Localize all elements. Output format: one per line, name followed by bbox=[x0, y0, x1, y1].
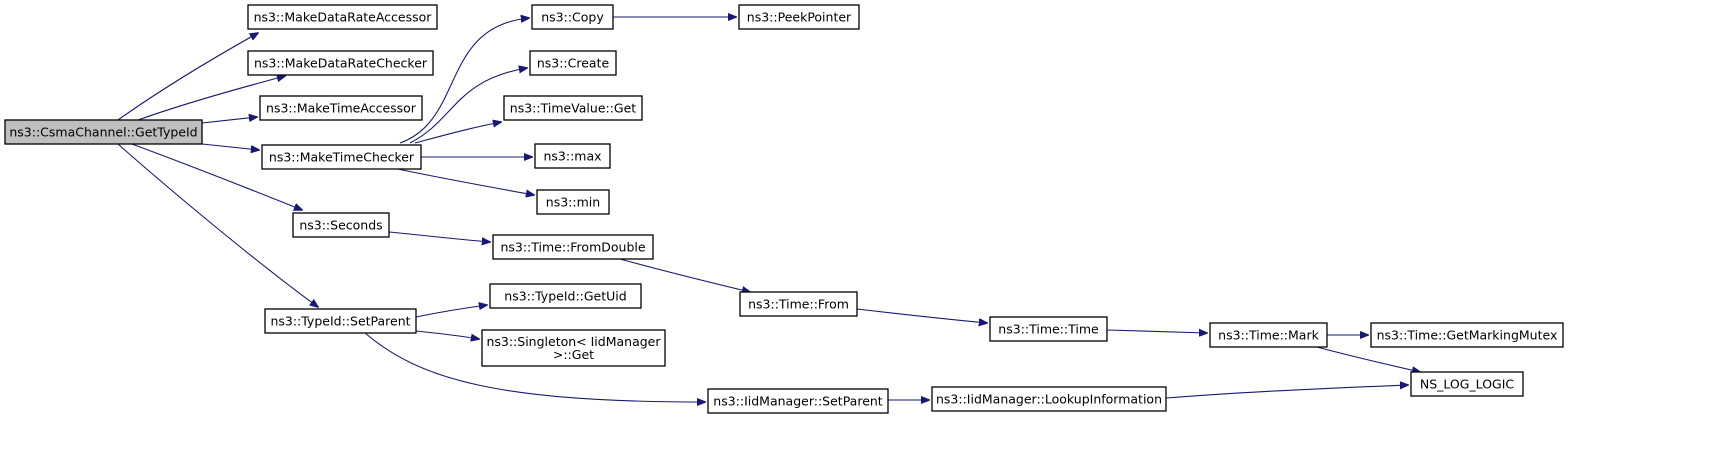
node-label: ns3::MakeDataRateAccessor bbox=[254, 10, 433, 25]
edge-setparent-to-iidsp bbox=[364, 332, 705, 402]
node-box bbox=[247, 4, 438, 30]
node-box bbox=[739, 291, 858, 317]
node-box bbox=[531, 4, 614, 30]
node-box bbox=[931, 386, 1167, 412]
node-box bbox=[529, 50, 617, 76]
node-label: ns3::MakeDataRateChecker bbox=[254, 56, 428, 71]
edge-setparent-to-getuid bbox=[415, 305, 487, 318]
edge-mtc-to-tvget bbox=[414, 122, 501, 144]
node-fromdbl[interactable]: ns3::Time::FromDouble bbox=[492, 234, 654, 260]
node-singleton[interactable]: ns3::Singleton< IidManager>::Get bbox=[481, 329, 666, 367]
edge-setparent-to-singleton bbox=[415, 330, 479, 339]
node-mdrc[interactable]: ns3::MakeDataRateChecker bbox=[247, 50, 434, 76]
node-box bbox=[534, 143, 611, 169]
node-mdra[interactable]: ns3::MakeDataRateAccessor bbox=[247, 4, 438, 30]
node-box bbox=[503, 95, 643, 121]
node-label: >::Get bbox=[553, 347, 594, 362]
node-label: ns3::min bbox=[546, 195, 600, 210]
node-box bbox=[1209, 322, 1328, 348]
function-nodes: ns3::CsmaChannel::GetTypeId ns3::MakeData… bbox=[4, 4, 1564, 414]
edge-root-to-mdra bbox=[117, 33, 258, 121]
node-gmm[interactable]: ns3::Time::GetMarkingMutex bbox=[1370, 322, 1564, 348]
node-box bbox=[492, 234, 654, 260]
node-ttime[interactable]: ns3::Time::Time bbox=[989, 316, 1108, 342]
node-label: ns3::Time::Mark bbox=[1218, 328, 1319, 343]
node-label: ns3::Time::FromDouble bbox=[500, 240, 645, 255]
node-label: ns3::TimeValue::Get bbox=[510, 101, 637, 116]
edge-root-to-mdrc bbox=[137, 76, 285, 121]
node-label: ns3::PeekPointer bbox=[747, 10, 852, 25]
node-min[interactable]: ns3::min bbox=[536, 189, 610, 215]
node-box bbox=[489, 283, 642, 309]
edge-seconds-to-fromdbl bbox=[388, 231, 490, 242]
edge-root-to-mta bbox=[201, 117, 257, 124]
edge-fromdbl-to-from bbox=[619, 258, 750, 292]
node-from[interactable]: ns3::Time::From bbox=[739, 291, 858, 317]
node-box bbox=[1410, 371, 1524, 397]
node-iidsp[interactable]: ns3::IidManager::SetParent bbox=[707, 388, 889, 414]
node-label: ns3::TypeId::SetParent bbox=[270, 314, 410, 329]
node-label: ns3::Singleton< IidManager bbox=[486, 334, 661, 349]
node-root[interactable]: ns3::CsmaChannel::GetTypeId bbox=[4, 119, 203, 145]
node-box bbox=[259, 95, 423, 121]
node-lookup[interactable]: ns3::IidManager::LookupInformation bbox=[931, 386, 1167, 412]
node-label: ns3::max bbox=[543, 149, 601, 164]
edge-root-to-setparent bbox=[117, 143, 318, 307]
node-box bbox=[481, 329, 666, 367]
node-getuid[interactable]: ns3::TypeId::GetUid bbox=[489, 283, 642, 309]
node-label: ns3::IidManager::SetParent bbox=[713, 394, 883, 409]
edge-mtc-to-create bbox=[409, 68, 527, 144]
node-mtc[interactable]: ns3::MakeTimeChecker bbox=[261, 144, 422, 170]
node-create[interactable]: ns3::Create bbox=[529, 50, 617, 76]
node-label: ns3::Create bbox=[537, 56, 610, 71]
edge-mark-to-nslog bbox=[1316, 346, 1420, 372]
node-label: ns3::CsmaChannel::GetTypeId bbox=[9, 125, 197, 140]
node-setparent[interactable]: ns3::TypeId::SetParent bbox=[264, 308, 417, 334]
node-label: ns3::Time::GetMarkingMutex bbox=[1377, 328, 1558, 343]
node-label: ns3::MakeTimeChecker bbox=[269, 150, 415, 165]
node-box bbox=[4, 119, 203, 145]
node-box bbox=[292, 212, 390, 238]
node-label: ns3::Time::Time bbox=[998, 322, 1099, 337]
node-seconds[interactable]: ns3::Seconds bbox=[292, 212, 390, 238]
node-label: ns3::Copy bbox=[541, 10, 604, 25]
node-nslog[interactable]: NS_LOG_LOGIC bbox=[1410, 371, 1524, 397]
node-label: ns3::TypeId::GetUid bbox=[504, 289, 626, 304]
call-edges bbox=[117, 17, 1420, 402]
edge-from-to-ttime bbox=[856, 308, 987, 323]
edge-root-to-seconds bbox=[131, 143, 302, 210]
edge-lookup-to-nslog bbox=[1165, 385, 1408, 399]
node-label: NS_LOG_LOGIC bbox=[1420, 377, 1515, 392]
node-box bbox=[738, 4, 860, 30]
node-label: ns3::MakeTimeAccessor bbox=[266, 101, 417, 116]
node-label: ns3::IidManager::LookupInformation bbox=[936, 392, 1162, 407]
node-peek[interactable]: ns3::PeekPointer bbox=[738, 4, 860, 30]
node-box bbox=[989, 316, 1108, 342]
node-box bbox=[1370, 322, 1564, 348]
edge-mtc-to-copy bbox=[399, 18, 529, 144]
node-mta[interactable]: ns3::MakeTimeAccessor bbox=[259, 95, 423, 121]
node-box bbox=[707, 388, 889, 414]
node-label: ns3::Time::From bbox=[748, 297, 849, 312]
edge-ttime-to-mark bbox=[1106, 330, 1207, 333]
node-copy[interactable]: ns3::Copy bbox=[531, 4, 614, 30]
node-label: ns3::Seconds bbox=[299, 218, 382, 233]
node-max[interactable]: ns3::max bbox=[534, 143, 611, 169]
node-box bbox=[261, 144, 422, 170]
node-tvget[interactable]: ns3::TimeValue::Get bbox=[503, 95, 643, 121]
node-box bbox=[536, 189, 610, 215]
edge-root-to-mtc bbox=[201, 143, 259, 150]
edge-mtc-to-min bbox=[397, 168, 534, 195]
node-box bbox=[264, 308, 417, 334]
node-mark[interactable]: ns3::Time::Mark bbox=[1209, 322, 1328, 348]
node-box bbox=[247, 50, 434, 76]
